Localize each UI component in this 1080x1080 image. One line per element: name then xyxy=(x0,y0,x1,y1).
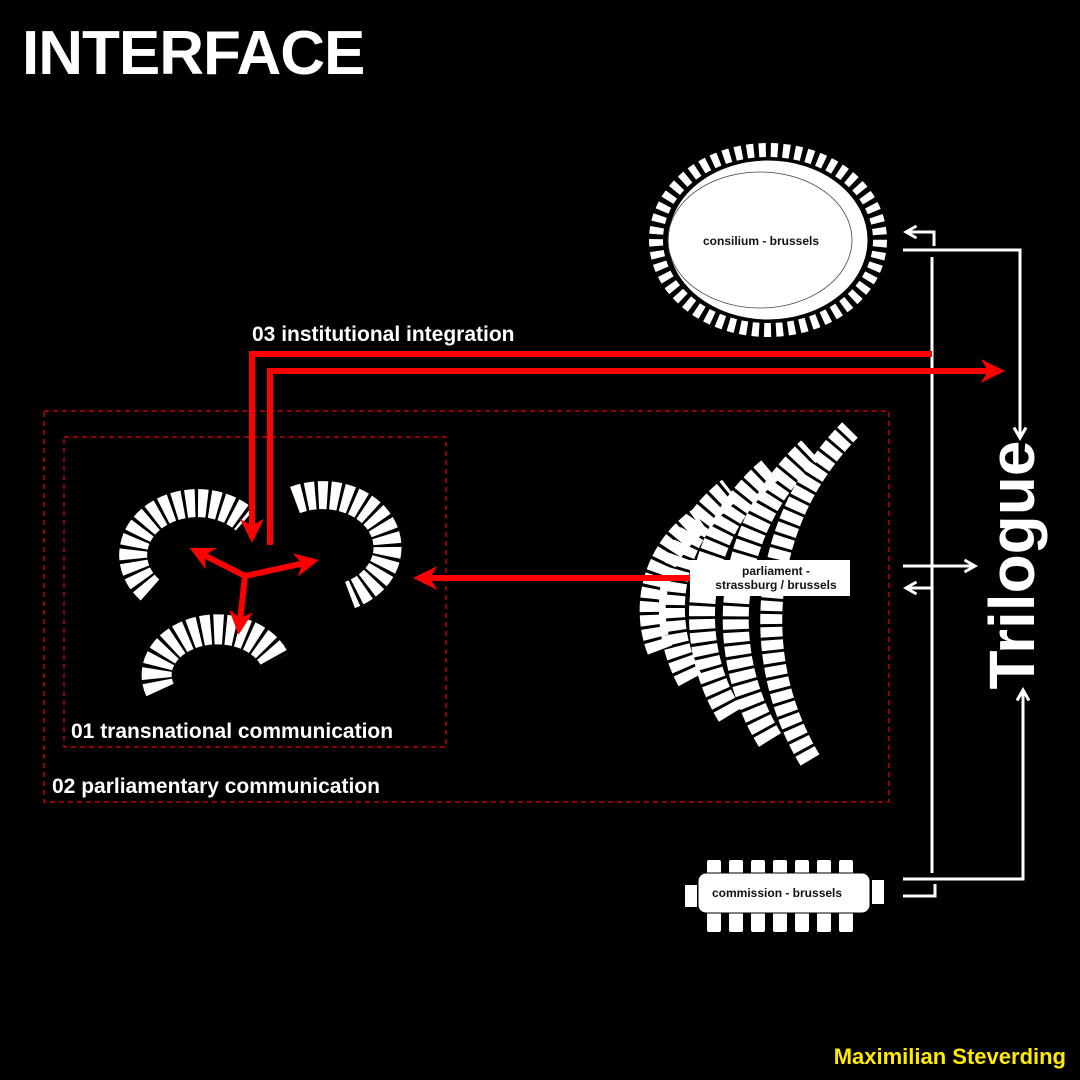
parliamentary-communication-label: 02 parliamentary communication xyxy=(52,775,380,798)
parliament-chamber xyxy=(639,422,858,766)
institutional-integration-arrows xyxy=(189,351,1005,635)
parliament-label-line2: strassburg / brussels xyxy=(715,578,837,592)
trilogue-connectors xyxy=(902,224,1031,898)
consilium-chamber xyxy=(649,143,887,337)
commission-label: commission - brussels xyxy=(712,886,843,900)
commission-table xyxy=(685,860,884,932)
page-title: INTERFACE xyxy=(22,19,365,88)
author-credit: Maximilian Steverding xyxy=(833,1044,1066,1069)
transnational-chambers xyxy=(119,481,402,697)
trilogue-label: Trilogue xyxy=(976,440,1048,690)
parliament-label: parliament - strassburg / brussels xyxy=(696,564,856,592)
institutional-integration-label: 03 institutional integration xyxy=(252,323,515,346)
consilium-label: consilium - brussels xyxy=(703,234,820,248)
parliamentary-frame xyxy=(43,410,890,803)
parliament-label-line1: parliament - xyxy=(741,564,810,578)
transnational-communication-label: 01 transnational communication xyxy=(71,720,394,743)
